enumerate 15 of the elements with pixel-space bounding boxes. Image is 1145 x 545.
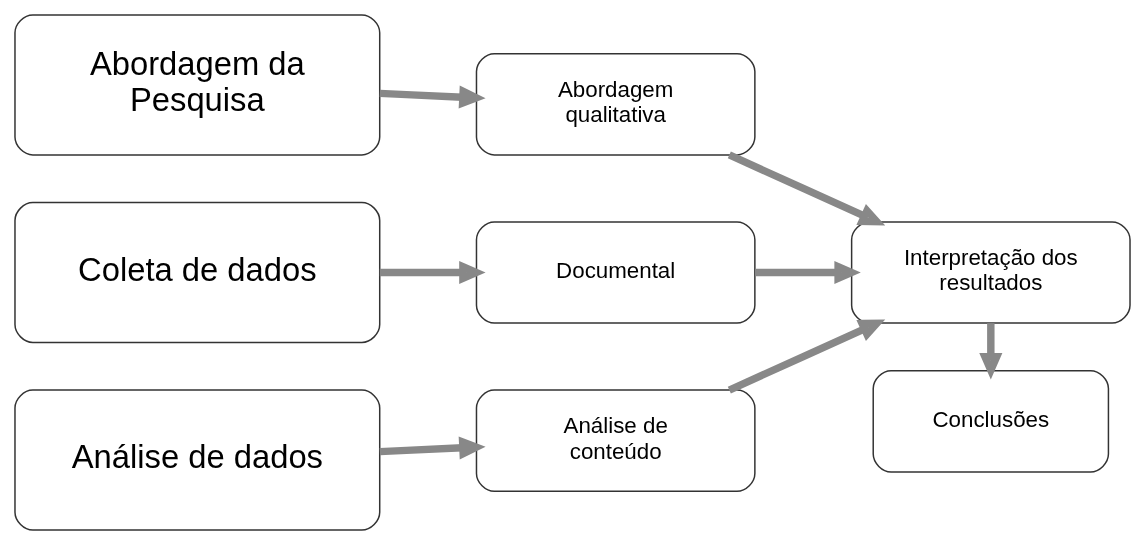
arrow	[727, 319, 886, 394]
node-box: Abordagem qualitativa	[475, 52, 756, 156]
node-box: Interpretação dos resultados	[850, 221, 1131, 324]
arrow	[379, 85, 486, 109]
node-box: Análise de dados	[14, 389, 381, 531]
arrow	[379, 436, 486, 460]
node-box: Conclusões	[872, 370, 1110, 473]
arrow	[979, 323, 1003, 380]
node-box: Análise de conteúdo	[475, 389, 756, 493]
arrow	[379, 260, 486, 285]
node-box: Coleta de dados	[14, 201, 381, 344]
arrow	[727, 151, 886, 226]
node-box: Documental	[475, 221, 756, 324]
node-box: Abordagem da Pesquisa	[14, 14, 381, 156]
arrow	[755, 260, 861, 285]
